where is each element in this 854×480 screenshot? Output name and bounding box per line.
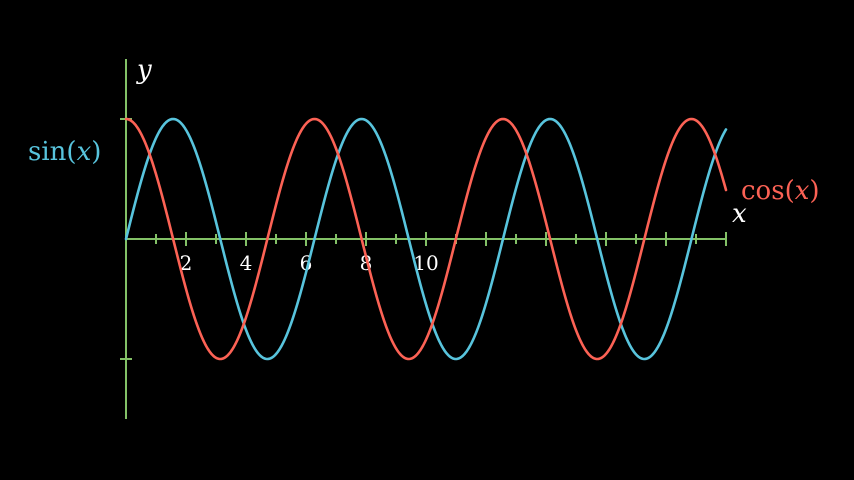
series-line-cos [124,117,728,361]
series-label-sin-close: ) [91,137,101,167]
series-label-cos: cos(x) [741,176,820,206]
x-tick-label: 2 [180,251,193,275]
x-axis-label: x [732,199,747,229]
series-label-sin-func: sin [28,137,67,167]
series-line-sin [124,117,728,361]
series-layer [124,117,728,361]
series-label-cos-var: x [795,176,810,206]
y-axis-label: y [136,55,152,85]
labels-layer: x y sin(x) cos(x) [28,55,820,229]
series-label-cos-open: ( [785,176,795,206]
series-label-sin-var: x [77,137,92,167]
series-label-cos-close: ) [809,176,819,206]
series-label-cos-func: cos [741,176,785,206]
series-label-sin: sin(x) [28,137,101,167]
series-label-sin-open: ( [66,137,76,167]
x-tick-label: 4 [240,251,253,275]
